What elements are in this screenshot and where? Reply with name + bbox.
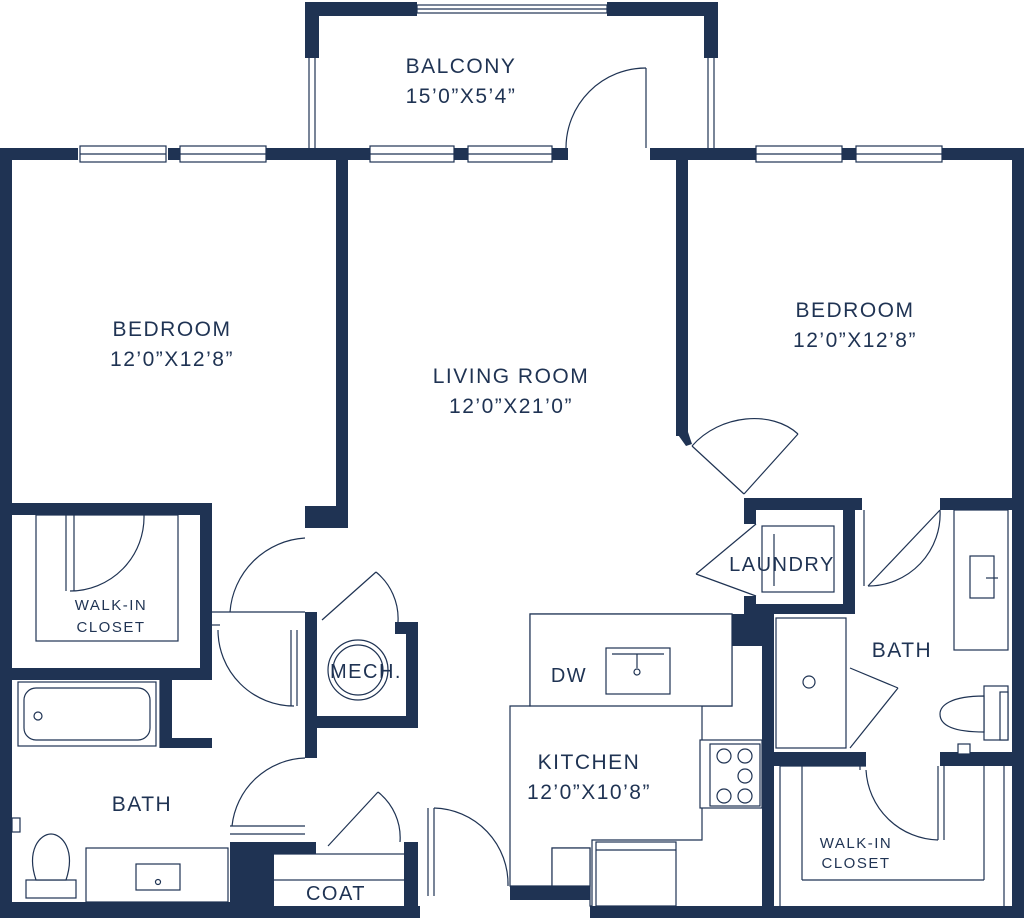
dishwasher-label: DW — [551, 665, 587, 687]
walkin-right-line1: WALK-IN — [820, 835, 892, 852]
room-labels: BALCONY 15’0”X5’4” BEDROOM 12’0”X12’8” L… — [75, 55, 932, 905]
windows — [79, 4, 943, 163]
interior-walls — [0, 156, 1024, 918]
bedroom-right-name: BEDROOM — [795, 299, 914, 322]
walkin-left-line2: CLOSET — [76, 619, 145, 636]
living-room-dims: 12’0”X21’0” — [449, 395, 573, 418]
bedroom-left-dims: 12’0”X12’8” — [110, 348, 234, 371]
mech-name: MECH. — [330, 661, 402, 683]
bedroom-right-dims: 12’0”X12’8” — [793, 329, 917, 352]
walkin-left-line1: WALK-IN — [75, 597, 147, 614]
laundry-name: LAUNDRY — [729, 554, 835, 576]
fixtures — [11, 509, 1009, 907]
balcony-dims: 15’0”X5’4” — [406, 85, 517, 108]
walkin-right-line2: CLOSET — [821, 855, 890, 872]
living-room-name: LIVING ROOM — [433, 365, 590, 388]
bath-right-name: BATH — [872, 639, 932, 662]
coat-name: COAT — [306, 883, 366, 905]
kitchen-dims: 12’0”X10’8” — [527, 781, 651, 804]
doors — [35, 67, 945, 896]
balcony-name: BALCONY — [406, 55, 517, 78]
kitchen-name: KITCHEN — [538, 751, 641, 774]
bath-left-name: BATH — [112, 793, 172, 816]
bedroom-left-name: BEDROOM — [112, 318, 231, 341]
